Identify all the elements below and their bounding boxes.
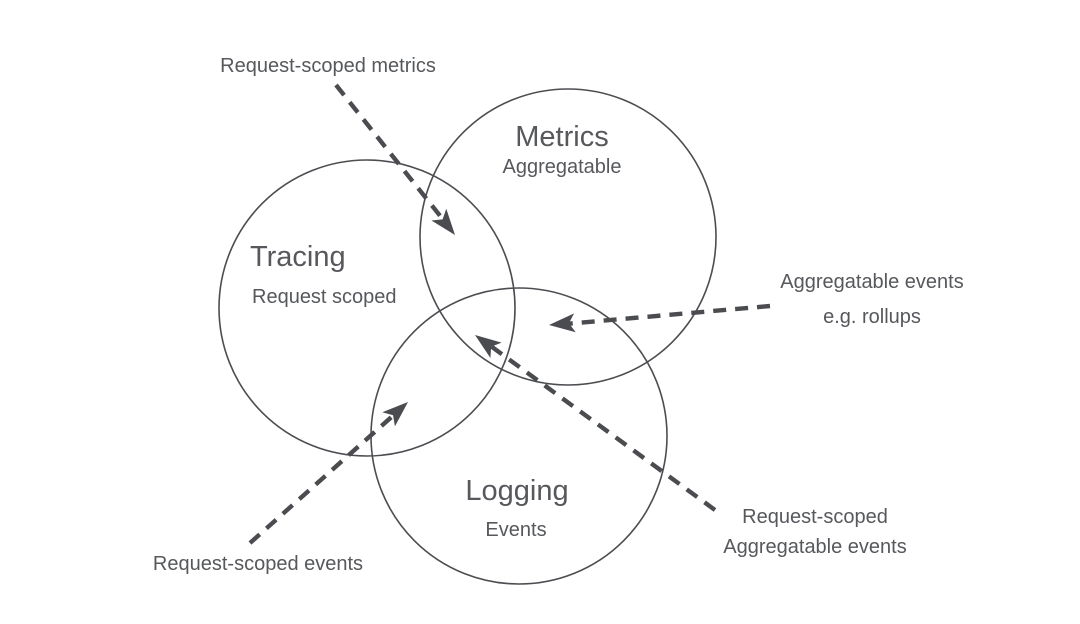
aggregatable-events-arrow-line — [564, 303, 771, 327]
aggregatable-events-arrowhead — [549, 313, 576, 333]
request-scoped-metrics-arrow-line — [334, 83, 447, 224]
request-scoped-metrics-arrowhead — [431, 208, 455, 235]
request-scoped-events-arrowhead — [382, 402, 408, 427]
request-scoped-aggregatable-events-arrow-line — [486, 342, 717, 512]
metrics-title: Metrics — [515, 121, 608, 153]
circle-labels: Metrics Aggregatable Tracing Request sco… — [250, 121, 621, 541]
request-scoped-aggregatable-events-arrowhead — [475, 335, 502, 358]
metrics-circle — [419, 88, 717, 386]
annotation-labels: Request-scoped metrics Aggregatable even… — [153, 55, 964, 575]
aggregatable-events-label-line2: e.g. rollups — [823, 306, 921, 328]
logging-title: Logging — [465, 475, 568, 507]
annotation-arrows — [248, 83, 771, 545]
annotation-arrowheads — [382, 208, 576, 427]
request-scoped-aggregatable-events-label-line2: Aggregatable events — [723, 536, 906, 558]
logging-subtitle: Events — [485, 519, 546, 541]
request-scoped-events-arrow-line — [248, 411, 398, 545]
request-scoped-events-label: Request-scoped events — [153, 553, 363, 575]
tracing-circle — [218, 159, 516, 457]
tracing-title: Tracing — [250, 241, 346, 273]
metrics-subtitle: Aggregatable — [503, 156, 622, 178]
venn-circles — [218, 88, 717, 585]
request-scoped-aggregatable-events-label-line1: Request-scoped — [742, 506, 888, 528]
request-scoped-metrics-label: Request-scoped metrics — [220, 55, 436, 77]
aggregatable-events-label-line1: Aggregatable events — [780, 271, 963, 293]
tracing-subtitle: Request scoped — [252, 286, 397, 308]
